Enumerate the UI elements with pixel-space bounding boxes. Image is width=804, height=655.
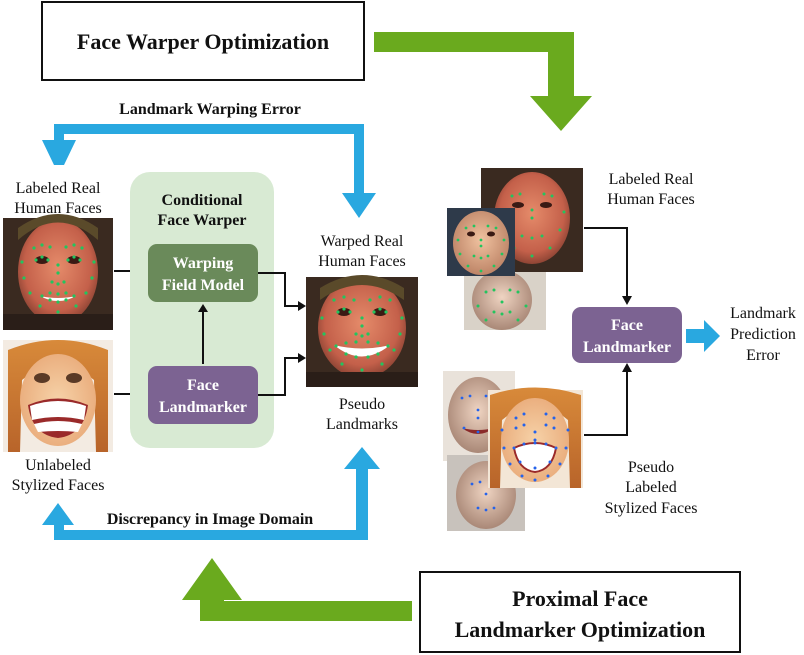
warped-face-center-image (306, 275, 418, 387)
pseudo-labeled-line-1: Pseudo (628, 459, 674, 476)
stylized-faces-collage (443, 371, 583, 531)
warped-real-line-2: Human Faces (318, 253, 406, 270)
blue-arrow-bottom (42, 447, 380, 540)
arrow-warping-to-center (258, 272, 306, 311)
panel-title-line-1: Conditional (162, 192, 243, 209)
proximal-landmarker-optimization-box: Proximal Face Landmarker Optimization (419, 571, 741, 653)
warping-box-line-1: Warping (173, 255, 233, 272)
arrow-real-collage-to-landmarker (584, 227, 632, 305)
landmark-dots (20, 243, 96, 314)
title-bottom-line-2: Landmarker Optimization (455, 617, 706, 642)
title-bottom-line-1: Proximal Face (512, 586, 648, 611)
blue-arrow-right (686, 320, 720, 352)
arrow-landmarker-to-warping (198, 304, 208, 364)
stylized-face-front-image (488, 387, 583, 488)
pseudo-labeled-line-2: Labeled (625, 479, 677, 496)
green-arrow-bottom (182, 558, 412, 621)
warping-field-model-box: Warping Field Model (148, 244, 258, 302)
landmark-dots (320, 295, 404, 372)
landmark-warping-error-label: Landmark Warping Error (119, 101, 301, 118)
stylized-face-left-image (3, 340, 113, 452)
arrow-landmarker-to-center (258, 353, 306, 396)
unlabeled-stylized-line-1: Unlabeled (25, 457, 91, 474)
arrow-stylized-collage-to-landmarker (584, 363, 632, 436)
pseudo-landmarks-line-2: Landmarks (326, 416, 398, 433)
labeled-real-right-line-1: Labeled Real (609, 171, 694, 188)
face-landmarker-box-right: Face Landmarker (572, 307, 682, 363)
labeled-real-left-line-2: Human Faces (14, 200, 102, 217)
green-arrow-top (374, 32, 592, 131)
real-face-bottom-image (464, 270, 546, 330)
unlabeled-stylized-line-2: Stylized Faces (12, 477, 105, 494)
labeled-real-left-line-1: Labeled Real (16, 180, 101, 197)
warped-real-line-1: Warped Real (321, 233, 404, 250)
child-face-image (447, 208, 515, 276)
landmarker-right-line-1: Face (611, 317, 643, 334)
labeled-real-right-line-2: Human Faces (607, 191, 695, 208)
landmarker-left-line-2: Landmarker (159, 399, 247, 416)
warping-box-line-2: Field Model (162, 277, 245, 294)
error-label-line-1: Landmark (730, 305, 796, 322)
stylized-face-back-image (443, 371, 515, 461)
title-top-text: Face Warper Optimization (77, 29, 329, 54)
face-warper-optimization-box: Face Warper Optimization (41, 1, 365, 81)
error-label-line-2: Prediction (730, 326, 796, 343)
pseudo-labeled-line-3: Stylized Faces (605, 500, 698, 517)
error-label-line-3: Error (746, 347, 780, 364)
landmarker-left-line-1: Face (187, 377, 219, 394)
blue-arrow-top (42, 124, 376, 218)
panel-title-line-2: Face Warper (157, 212, 246, 229)
discrepancy-label: Discrepancy in Image Domain (107, 511, 313, 528)
real-faces-collage (447, 168, 583, 330)
real-face-left-image (3, 214, 113, 330)
pseudo-landmarks-line-1: Pseudo (339, 396, 385, 413)
face-landmarker-box-left: Face Landmarker (148, 366, 258, 424)
landmarker-right-line-2: Landmarker (583, 339, 671, 356)
